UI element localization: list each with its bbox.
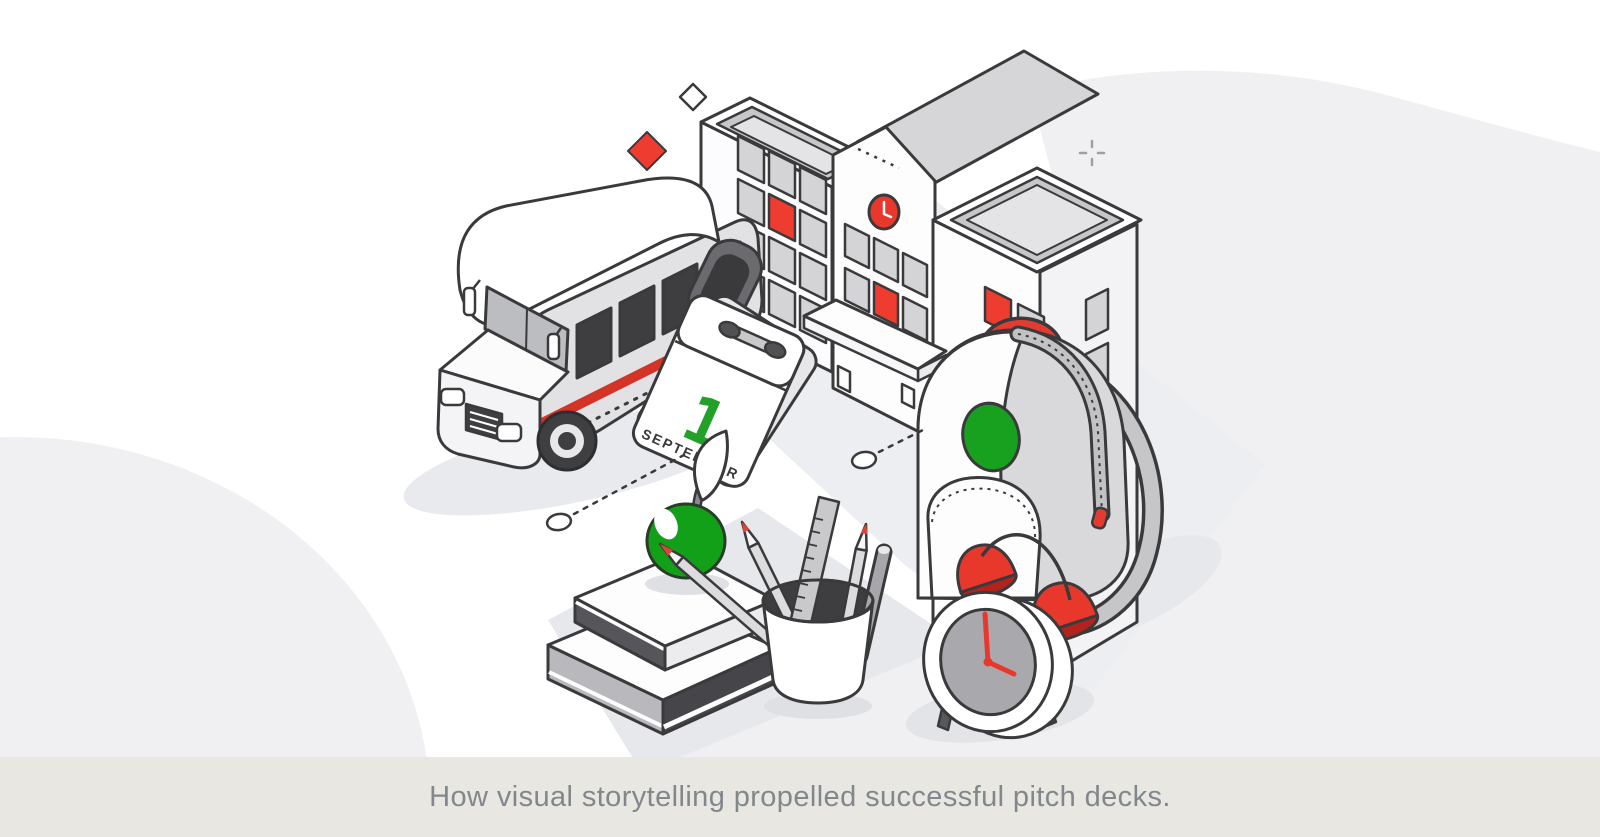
connector-node	[850, 450, 878, 470]
red-window	[767, 192, 797, 243]
red-window	[872, 280, 900, 328]
dotted-connector-icon	[545, 427, 927, 532]
bus-mirror	[546, 332, 561, 361]
caption-text: How visual storytelling propelled succes…	[429, 780, 1171, 813]
white-diamond-icon	[678, 82, 708, 112]
apple-highlight	[654, 508, 678, 540]
pencil-cup-icon	[658, 495, 893, 719]
background-blob-left	[0, 437, 430, 837]
backpack-icon	[916, 316, 1164, 637]
dotted-trim	[857, 147, 900, 170]
zipper-pull	[1090, 506, 1109, 530]
bus-window	[618, 284, 656, 358]
bench-icon	[802, 298, 948, 410]
clock-bell-icon	[956, 543, 1018, 600]
center-building-windows	[843, 222, 929, 343]
calendar-hole	[718, 320, 741, 339]
caption-bar: How visual storytelling propelled succes…	[0, 757, 1600, 837]
bus-mirror	[462, 286, 477, 317]
alarm-clock-icon	[922, 533, 1100, 740]
bus-headlight	[439, 387, 466, 407]
zipper-stitching	[1017, 333, 1103, 515]
apple-leaf	[692, 429, 729, 502]
red-diamond-icon	[627, 131, 667, 171]
bus-window	[575, 306, 613, 380]
connector-node	[545, 512, 573, 532]
backpack-green-patch	[961, 401, 1021, 473]
calendar-hole	[763, 341, 787, 359]
cup-rim	[761, 578, 875, 624]
crosshair-icon	[1078, 139, 1106, 167]
pocket-stitching	[931, 487, 1037, 539]
bell-wire	[980, 533, 1072, 601]
clock-hands	[982, 611, 1017, 677]
bus-headlight	[495, 422, 523, 443]
